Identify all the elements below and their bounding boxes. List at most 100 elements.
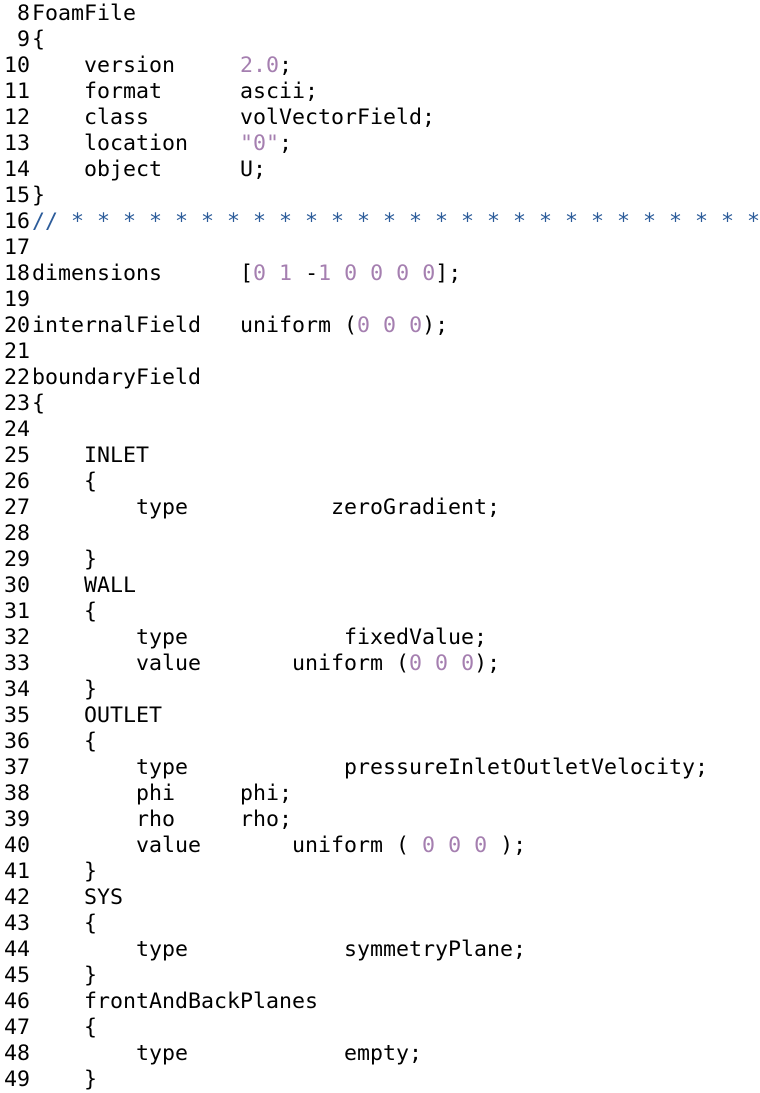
line-content[interactable]: { [30,599,97,625]
code-token: type fixedValue; [32,625,488,650]
line-content[interactable]: { [30,729,97,755]
code-line: 23 { [0,391,744,417]
code-line: 44 type symmetryPlane; [0,937,744,963]
line-number: 12 [3,105,30,130]
code-line: 12 class volVectorField; [0,105,744,131]
line-number: 36 [3,729,30,754]
code-line: 41 } [0,859,744,885]
code-token: frontAndBackPlanes [32,989,319,1014]
line-number: 27 [3,495,30,520]
line-content[interactable]: type pressureInletOutletVelocity; [30,755,708,781]
code-line: 40 value uniform ( 0 0 0 ); [0,833,744,859]
code-token: value uniform ( [32,651,410,676]
line-content[interactable]: location "0"; [30,131,292,157]
code-line: 27 type zeroGradient; [0,495,744,521]
code-token: } [32,859,98,884]
line-content[interactable]: } [30,1067,97,1093]
code-token: dimensions [ [32,261,254,286]
line-content[interactable]: internalField uniform (0 0 0); [30,313,448,339]
line-number: 40 [3,833,30,858]
code-token: phi phi; [32,781,293,806]
line-content[interactable]: } [30,547,97,573]
line-number: 11 [3,79,30,104]
line-number: 43 [3,911,30,936]
line-content[interactable]: dimensions [0 1 -1 0 0 0 0]; [30,261,461,287]
line-number: 17 [3,235,30,260]
code-token: ; [279,131,293,156]
line-content[interactable]: FoamFile [30,1,136,27]
line-content[interactable]: type fixedValue; [30,625,487,651]
code-token: { [32,911,98,936]
number-token: 0 [370,261,384,286]
line-content[interactable]: INLET [30,443,149,469]
line-content[interactable]: rho rho; [30,807,292,833]
line-content[interactable]: } [30,859,97,885]
line-content[interactable]: OUTLET [30,703,162,729]
line-content[interactable]: object U; [30,157,266,183]
line-content[interactable]: value uniform (0 0 0); [30,651,500,677]
line-content[interactable]: SYS [30,885,123,911]
code-token: internalField uniform ( [32,313,358,338]
line-content[interactable]: } [30,183,45,209]
number-token: 0 [422,261,436,286]
code-line: 19 [0,287,744,313]
code-token: } [32,677,98,702]
code-token: OUTLET [32,703,163,728]
line-content[interactable]: version 2.0; [30,53,292,79]
line-content[interactable]: frontAndBackPlanes [30,989,318,1015]
code-line: 28 [0,521,744,547]
line-content[interactable]: } [30,963,97,989]
code-line: 18 dimensions [0 1 -1 0 0 0 0]; [0,261,744,287]
line-content[interactable]: phi phi; [30,781,292,807]
line-number: 13 [3,131,30,156]
line-number: 23 [3,391,30,416]
line-number: 33 [3,651,30,676]
code-token: } [32,547,98,572]
line-content[interactable]: { [30,911,97,937]
number-token: 0 [474,833,488,858]
code-token: { [32,391,46,416]
code-token: object U; [32,157,267,182]
code-token: WALL [32,573,137,598]
line-content[interactable]: { [30,27,45,53]
line-number: 39 [3,807,30,832]
line-content[interactable]: WALL [30,573,136,599]
code-line: 38 phi phi; [0,781,744,807]
line-content[interactable]: { [30,1015,97,1041]
code-line: 10 version 2.0; [0,53,744,79]
number-token: 2.0 [240,53,280,78]
line-number: 20 [3,313,30,338]
line-content[interactable]: type symmetryPlane; [30,937,526,963]
line-content[interactable]: value uniform ( 0 0 0 ); [30,833,526,859]
code-line: 36 { [0,729,744,755]
line-content[interactable]: type empty; [30,1041,422,1067]
code-token: ); [474,651,501,676]
line-number: 44 [3,937,30,962]
code-token: ); [422,313,449,338]
line-content[interactable]: boundaryField [30,365,201,391]
line-content[interactable]: } [30,677,97,703]
line-content[interactable]: format ascii; [30,79,318,105]
code-line: 39 rho rho; [0,807,744,833]
code-token [448,651,461,676]
line-content[interactable]: // * * * * * * * * * * * * * * * * * * *… [30,209,760,235]
line-content[interactable]: { [30,469,97,495]
code-token: format ascii; [32,79,319,104]
code-token: type empty; [32,1041,423,1066]
line-content[interactable]: class volVectorField; [30,105,435,131]
number-token: 0 [422,833,436,858]
comment-token: // * * * * * * * * * * * * * * * * * * *… [32,209,760,234]
line-number: 45 [3,963,30,988]
code-line: 37 type pressureInletOutletVelocity; [0,755,744,781]
code-token: } [32,963,98,988]
line-number: 8 [16,1,30,26]
line-number: 28 [3,521,30,546]
line-content[interactable]: type zeroGradient; [30,495,500,521]
line-number: 9 [16,27,30,52]
code-line: 15 } [0,183,744,209]
line-content[interactable]: { [30,391,45,417]
code-token: FoamFile [32,1,137,26]
code-token: ]; [435,261,462,286]
